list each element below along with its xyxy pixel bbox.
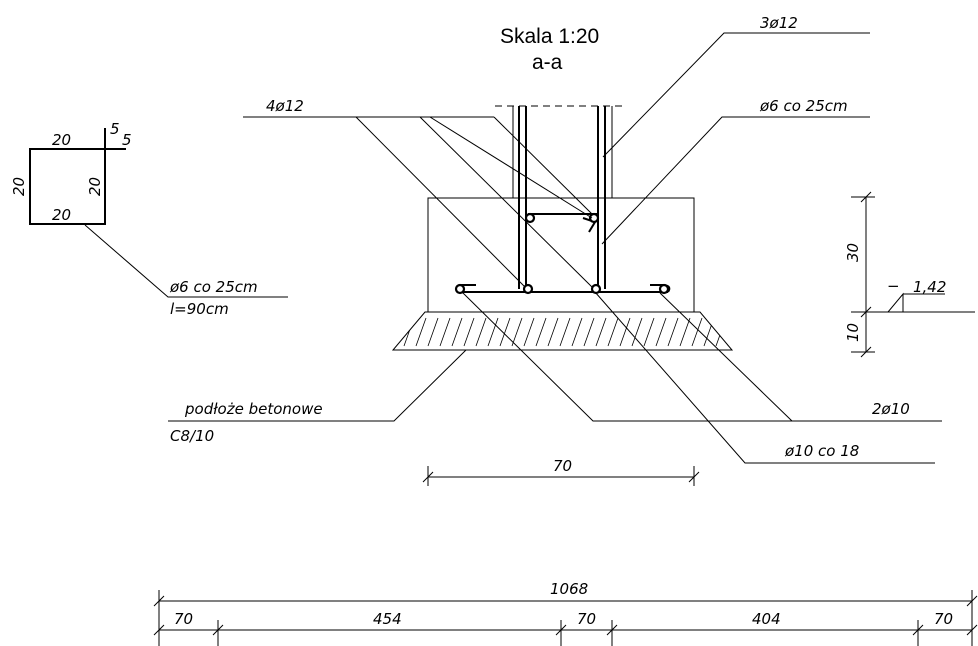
- label-stirrups: ø6 co 25cm: [759, 97, 848, 115]
- overall-dimension-chain: 1068 70 454 70 404 70: [153, 580, 978, 646]
- label-3o12: 3ø12: [760, 14, 798, 32]
- hatch-line: [547, 317, 559, 347]
- dim-footing-70: 70: [553, 457, 572, 475]
- rebar-dot: [522, 283, 534, 295]
- hatch-line: [667, 317, 679, 347]
- hatch-line: [571, 317, 583, 347]
- dim-total-length: 1068: [550, 580, 588, 598]
- hatch-line: [535, 317, 547, 347]
- hatch-line: [380, 318, 390, 346]
- callouts: 4ø12 3ø12 ø6 co 25cm 2ø10 ø10 co 18 podł…: [168, 14, 942, 464]
- stirrup-dim-hook-1: 5: [110, 120, 120, 138]
- dim-segment-2: 454: [373, 610, 402, 628]
- hatch-line: [727, 317, 732, 347]
- level-sign: −: [887, 277, 900, 295]
- level-value: 1,42: [913, 278, 946, 296]
- stirrup-dim-hook-2: 5: [122, 131, 132, 149]
- hatch-line: [655, 317, 667, 347]
- dim-height-10: 10: [844, 323, 862, 342]
- label-o10-co-18: ø10 co 18: [784, 442, 859, 460]
- rebar-dot: [454, 283, 466, 295]
- hatch-line: [691, 317, 703, 347]
- footing-outline: [427, 197, 695, 313]
- stirrup-leader: [84, 224, 288, 298]
- hatch-line: [619, 317, 631, 347]
- hatch-line: [643, 317, 655, 347]
- stirrup-detail: 20 5 5 20 20 20 ø6 co 25cm l=90cm: [10, 120, 288, 318]
- label-base-class: C8/10: [170, 427, 214, 445]
- hatch-line: [439, 317, 451, 347]
- hatch-line: [499, 317, 511, 347]
- scale-title: Skala 1:20: [500, 25, 599, 48]
- stirrup-spec: ø6 co 25cm: [169, 278, 258, 296]
- rebar-dot: [588, 212, 600, 224]
- hatch-line: [631, 317, 643, 347]
- hatch-line: [403, 317, 415, 347]
- elevation-dimensions: 30 10 − 1,42: [844, 191, 975, 358]
- hatch-line: [607, 317, 619, 347]
- hatch-line: [487, 317, 499, 347]
- dim-segment-5: 70: [934, 610, 953, 628]
- stirrup-dim-left: 20: [10, 177, 28, 196]
- label-2o10: 2ø10: [872, 400, 910, 418]
- stirrup-dim-right: 20: [86, 177, 104, 196]
- hatch-line: [595, 317, 607, 347]
- hatch-line: [559, 317, 571, 347]
- hatch-line: [475, 317, 487, 347]
- stirrup-length: l=90cm: [170, 300, 229, 318]
- rebar-dot: [658, 283, 670, 295]
- dim-height-30: 30: [844, 243, 862, 262]
- hatch-line: [679, 317, 691, 347]
- dim-segment-3: 70: [577, 610, 596, 628]
- rebar-dot: [590, 283, 602, 295]
- hatch-line: [752, 318, 762, 346]
- dim-segment-1: 70: [174, 610, 193, 628]
- stirrup-shape: [29, 148, 106, 225]
- hatch-line: [463, 317, 475, 347]
- stirrup-dim-bottom: 20: [52, 206, 71, 224]
- hatch-line: [523, 317, 535, 347]
- rebar-dot: [524, 212, 536, 224]
- dim-segment-4: 404: [752, 610, 781, 628]
- concrete-base: [380, 311, 762, 351]
- label-base-material: podłoże betonowe: [184, 400, 323, 418]
- hatch-line: [451, 317, 463, 347]
- hatch-line: [511, 317, 523, 347]
- hatch-line: [740, 318, 750, 346]
- hatch-line: [415, 317, 427, 347]
- footing-width-dimension: 70: [422, 457, 700, 486]
- reinforcement: [454, 106, 671, 295]
- hatch-line: [583, 317, 595, 347]
- label-4o12: 4ø12: [266, 97, 304, 115]
- section-title: a-a: [532, 51, 563, 74]
- hatch-line: [427, 317, 439, 347]
- stirrup-dim-top: 20: [52, 131, 71, 149]
